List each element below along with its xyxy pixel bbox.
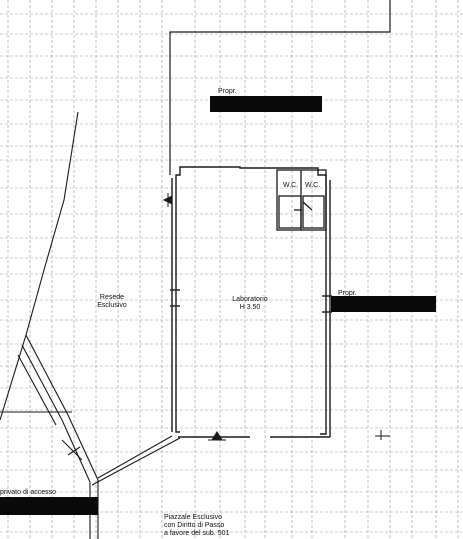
- square-label-line3: a favore del sub. 501: [164, 530, 230, 537]
- yard-and-access-path: [0, 111, 181, 539]
- square-label-line1: Piazzale Esclusivo: [164, 514, 222, 521]
- laboratory-name: Laboratorio: [232, 296, 268, 303]
- yard-label-line1: Resede: [99, 294, 125, 301]
- laboratory-label: Laboratorio H 3.50: [228, 296, 272, 312]
- door-marks: [162, 193, 390, 441]
- yard-label: Resede Esclusivo: [92, 294, 132, 310]
- laboratory-walls: [170, 166, 332, 438]
- wc-rooms: [276, 169, 327, 231]
- yard-label-line2: Esclusivo: [97, 302, 127, 309]
- redacted-owner-top: [210, 96, 322, 112]
- redacted-owner-right: [331, 296, 436, 312]
- neighbor-boundary-top: [169, 0, 391, 175]
- access-label: privato di accesso: [0, 489, 57, 496]
- square-label: Piazzale Esclusivo con Diritto di Passo …: [164, 514, 229, 538]
- laboratory-height: H 3.50: [239, 304, 261, 311]
- neighbor-top-label: Propr.: [218, 88, 237, 95]
- wc-right-label: W.C.: [305, 182, 321, 189]
- neighbor-right-label: Propr.: [338, 290, 357, 297]
- wc-left-label: W.C.: [283, 182, 299, 189]
- square-label-line2: con Diritto di Passo: [164, 522, 225, 529]
- redacted-access-label: [0, 497, 98, 515]
